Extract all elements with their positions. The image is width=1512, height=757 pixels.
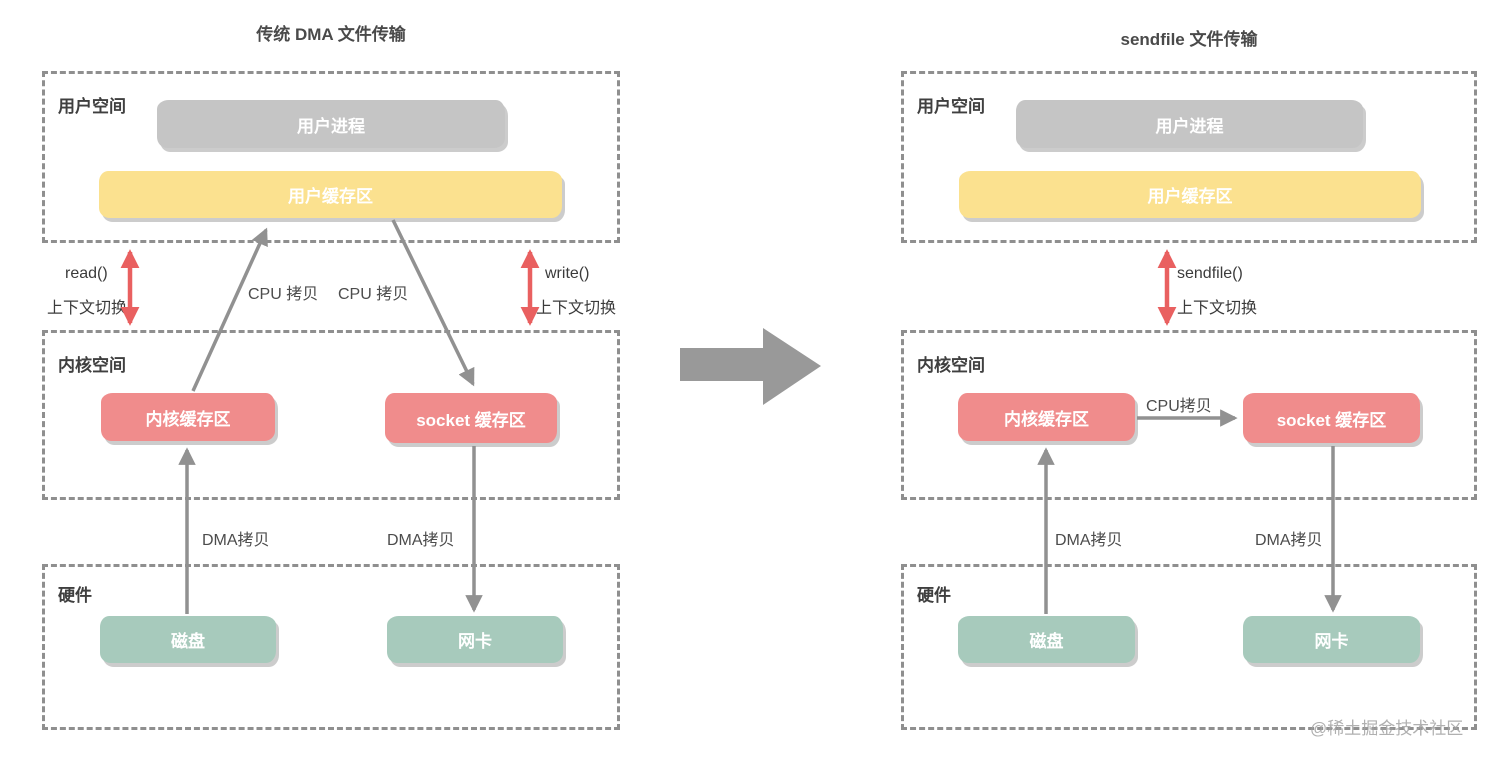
write-context-switch-label: 上下文切换 [536, 300, 617, 317]
left-dma-copy-label-1: DMA拷贝 [202, 532, 270, 549]
right-user-buffer-box: 用户缓存区 [959, 171, 1421, 218]
write-call-label: write() [545, 265, 590, 282]
right-kernel-buffer-box: 内核缓存区 [958, 393, 1135, 441]
left-user-process-box: 用户进程 [157, 100, 505, 148]
left-dma-copy-label-2: DMA拷贝 [387, 532, 455, 549]
read-call-label: read() [65, 265, 108, 282]
left-nic-box: 网卡 [387, 616, 563, 663]
right-dma-copy-label-2: DMA拷贝 [1255, 532, 1323, 549]
read-context-switch-label: 上下文切换 [47, 300, 128, 317]
transform-arrow [680, 328, 821, 405]
right-dma-copy-label-1: DMA拷贝 [1055, 532, 1123, 549]
right-user-process-box: 用户进程 [1016, 100, 1363, 148]
right-hardware-label: 硬件 [917, 586, 951, 605]
sendfile-call-label: sendfile() [1177, 265, 1243, 282]
sendfile-context-switch-label: 上下文切换 [1177, 300, 1258, 317]
right-user-space-region [901, 71, 1477, 243]
right-socket-buffer-box: socket 缓存区 [1243, 393, 1420, 443]
right-disk-box: 磁盘 [958, 616, 1135, 663]
left-kernel-space-region [42, 330, 620, 500]
left-diagram-title: 传统 DMA 文件传输 [256, 25, 406, 44]
left-kernel-buffer-box: 内核缓存区 [101, 393, 275, 441]
cpu-copy-label-1: CPU 拷贝 [248, 286, 319, 303]
left-user-buffer-box: 用户缓存区 [99, 171, 562, 218]
right-diagram-title: sendfile 文件传输 [1120, 30, 1258, 49]
right-kernel-space-label: 内核空间 [917, 356, 985, 375]
left-hardware-region [42, 564, 620, 730]
left-user-space-label: 用户空间 [58, 97, 126, 116]
left-socket-buffer-box: socket 缓存区 [385, 393, 557, 443]
left-user-space-region [42, 71, 620, 243]
watermark: @稀土掘金技术社区 [1310, 719, 1464, 738]
right-hardware-region [901, 564, 1477, 730]
left-hardware-label: 硬件 [58, 586, 92, 605]
right-cpu-copy-label: CPU拷贝 [1146, 398, 1212, 415]
right-nic-box: 网卡 [1243, 616, 1420, 663]
left-kernel-space-label: 内核空间 [58, 356, 126, 375]
left-disk-box: 磁盘 [100, 616, 276, 663]
right-user-space-label: 用户空间 [917, 97, 985, 116]
cpu-copy-label-2: CPU 拷贝 [338, 286, 409, 303]
right-kernel-space-region [901, 330, 1477, 500]
